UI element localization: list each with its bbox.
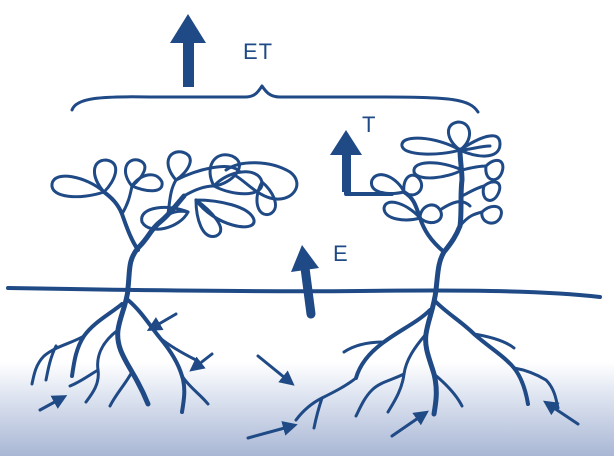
canopy-brace: [72, 86, 478, 112]
transpiration-label: T: [362, 112, 376, 138]
plant-right: [371, 122, 502, 290]
plant-left: [52, 152, 297, 288]
evapotranspiration-label: ET: [243, 39, 273, 65]
et-arrow-icon: [170, 14, 206, 87]
transpiration-arrow-icon: [330, 130, 392, 194]
evaporation-arrow-icon: [291, 245, 319, 314]
evaporation-label: E: [333, 241, 349, 267]
uptake-arrow-icon: [152, 314, 176, 328]
